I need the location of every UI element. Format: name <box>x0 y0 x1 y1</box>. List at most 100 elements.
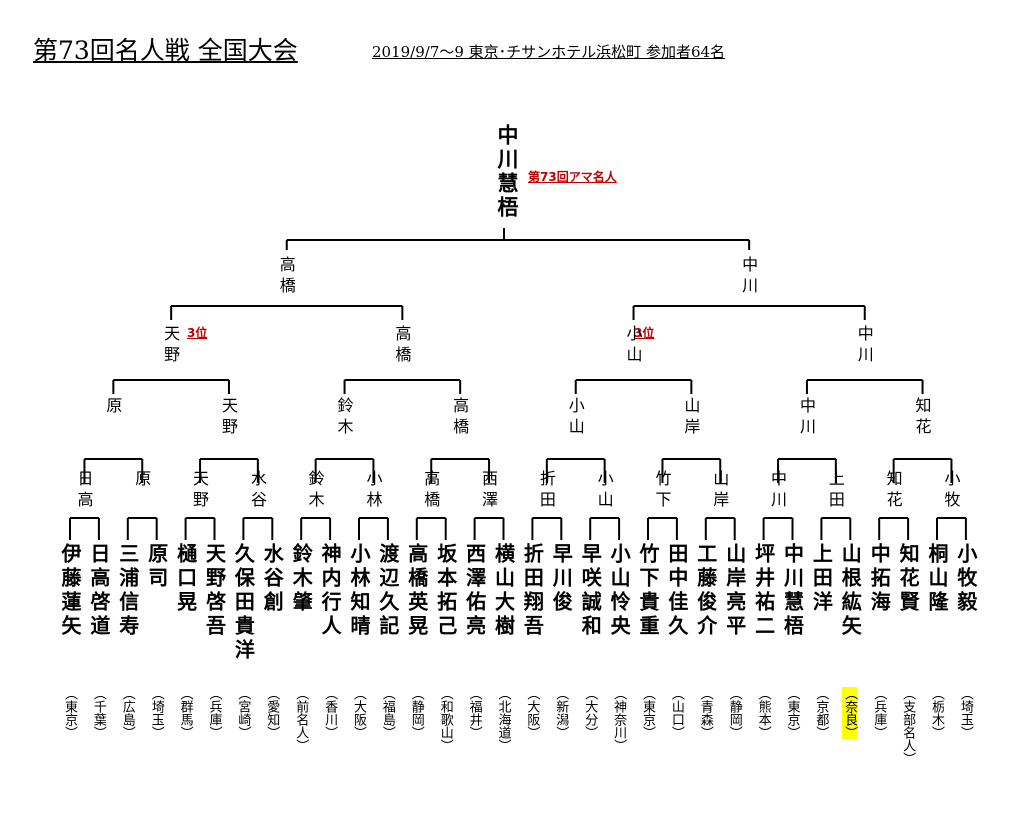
winner-label-semi: 天野 <box>161 325 181 367</box>
player-prefecture: （兵庫） <box>871 687 887 739</box>
player-name: 日高啓道 <box>86 543 111 639</box>
player-prefecture: （東京） <box>784 687 800 739</box>
winner-label-r16: 原 <box>132 470 152 491</box>
winner-label-r16: 小牧 <box>941 470 961 512</box>
player-name: 神内行人 <box>318 543 343 639</box>
player-prefecture: （前名人） <box>293 687 309 752</box>
winner-label-semi: 中川 <box>854 325 874 367</box>
player-prefecture: （神奈川） <box>611 687 627 752</box>
winner-label-quarter: 鈴木 <box>334 397 354 439</box>
player-prefecture: （青森） <box>697 687 713 739</box>
player-prefecture: （広島） <box>119 687 135 739</box>
player-prefecture: （京都） <box>813 687 829 739</box>
player-name: 西澤佑亮 <box>462 543 487 639</box>
player-prefecture: （大分） <box>582 687 598 739</box>
player-prefecture: （山口） <box>668 687 684 739</box>
player-prefecture: （和歌山） <box>437 687 453 752</box>
player-name: 山岸亮平 <box>722 543 747 639</box>
page-title: 第73回名人戦 全国大会 <box>33 36 298 65</box>
player-prefecture: （栃木） <box>929 687 944 739</box>
player-prefecture: （大阪） <box>524 687 540 739</box>
player-prefecture: （香川） <box>322 687 338 739</box>
player-prefecture: （埼玉） <box>957 687 973 739</box>
player-name: 中川慧梧 <box>780 543 805 639</box>
player-name: 坪井祐二 <box>751 543 776 639</box>
player-prefecture: （東京） <box>62 687 77 739</box>
player-name: 坂本拓己 <box>433 543 458 639</box>
winner-label-quarter: 高橋 <box>450 397 470 439</box>
winner-label-r16: 天野 <box>190 470 210 512</box>
winner-label-final: 中川 <box>739 256 759 298</box>
player-prefecture: （奈良） <box>842 687 858 739</box>
player-name: 高橋英晃 <box>404 543 429 639</box>
player-name: 小林知晴 <box>347 543 371 639</box>
player-name: 工藤俊介 <box>693 543 718 639</box>
player-prefecture: （兵庫） <box>206 687 222 739</box>
winner-label-r16: 山岸 <box>710 470 730 512</box>
player-name: 三浦信寿 <box>115 543 140 639</box>
player-prefecture: （福島） <box>379 687 395 739</box>
player-prefecture: （愛知） <box>264 687 280 739</box>
player-name: 竹下貴重 <box>636 543 660 639</box>
winner-label-quarter: 中川 <box>796 397 816 439</box>
player-name: 水谷創 <box>260 543 285 615</box>
player-name: 天野啓吾 <box>202 543 227 639</box>
player-name: 小山怜央 <box>607 543 632 639</box>
winner-label-r16: 小林 <box>363 470 383 512</box>
player-prefecture: （静岡） <box>726 687 742 739</box>
player-name: 渡辺久記 <box>375 543 400 639</box>
winner-label-quarter: 山岸 <box>681 397 701 439</box>
player-name: 中拓海 <box>867 543 892 615</box>
winner-label-semi: 高橋 <box>392 325 412 367</box>
winner-label-r16: 上田 <box>825 470 845 512</box>
player-prefecture: （東京） <box>640 687 655 739</box>
player-name: 知花賢 <box>896 543 921 615</box>
player-name: 鈴木肇 <box>289 543 314 615</box>
player-prefecture: （支部名人） <box>900 687 916 765</box>
winner-label-r16: 折田 <box>536 470 556 512</box>
player-name: 横山大樹 <box>491 543 516 639</box>
winner-label-r16: 知花 <box>883 470 903 512</box>
player-prefecture: （北海道） <box>495 687 511 752</box>
player-name: 小牧毅 <box>953 543 978 615</box>
player-name: 桐山隆 <box>925 543 949 615</box>
winner-label-r16: 中川 <box>768 470 788 512</box>
player-name: 伊藤蓮矢 <box>58 543 82 639</box>
winner-label-r16: 鈴木 <box>305 470 325 512</box>
player-prefecture: （群馬） <box>177 687 193 739</box>
player-prefecture: （新潟） <box>553 687 569 739</box>
third-place-mark-1: 3位 <box>187 326 208 340</box>
player-name: 山根紘矢 <box>838 543 863 639</box>
winner-label-quarter: 原 <box>103 397 123 418</box>
player-name: 田中佳久 <box>664 543 689 639</box>
winner-label-semi: 小山 <box>623 325 643 367</box>
winner-label-quarter: 知花 <box>912 397 932 439</box>
player-prefecture: （千葉） <box>90 687 106 739</box>
winner-label-r16: 西澤 <box>479 470 499 512</box>
third-place-mark-2: 3位 <box>634 326 655 340</box>
winner-label-quarter: 天野 <box>218 397 238 439</box>
champion-name: 中川慧梧 <box>495 124 519 220</box>
player-name: 折田翔吾 <box>520 543 545 639</box>
winner-label-r16: 日高 <box>74 470 94 512</box>
winner-label-r16: 小山 <box>594 470 614 512</box>
winner-label-r16: 水谷 <box>247 470 267 512</box>
player-name: 樋口晃 <box>173 543 198 615</box>
event-info: 2019/9/7～9 東京･チサンホテル浜松町 参加者64名 <box>372 43 726 61</box>
winner-label-final: 高橋 <box>276 256 296 298</box>
player-name: 久保田貴洋 <box>231 543 256 663</box>
player-name: 早咲誠和 <box>578 543 603 639</box>
player-name: 上田洋 <box>809 543 834 615</box>
player-prefecture: （宮崎） <box>235 687 251 739</box>
player-name: 早川俊 <box>549 543 574 615</box>
winner-label-quarter: 小山 <box>565 397 585 439</box>
champion-title: 第73回アマ名人 <box>528 170 617 184</box>
player-prefecture: （埼玉） <box>148 687 164 739</box>
player-prefecture: （静岡） <box>408 687 424 739</box>
winner-label-r16: 高橋 <box>421 470 441 512</box>
player-name: 原司 <box>144 543 169 591</box>
winner-label-r16: 竹下 <box>652 470 672 512</box>
player-prefecture: （大阪） <box>351 687 366 739</box>
player-prefecture: （福井） <box>466 687 482 739</box>
